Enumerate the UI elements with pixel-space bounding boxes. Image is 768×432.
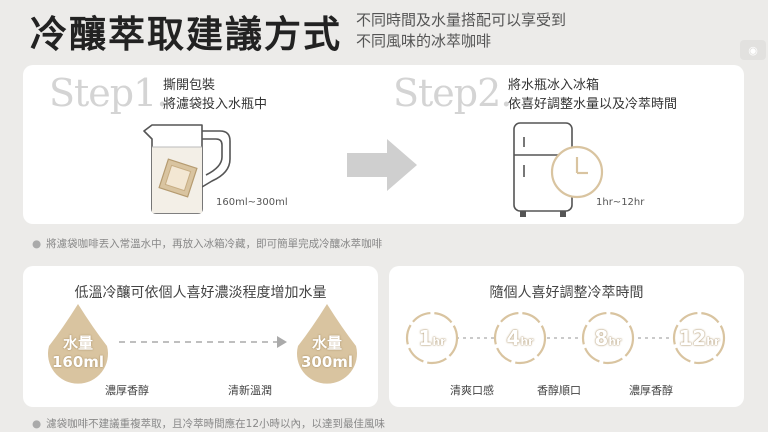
clock-1-value: 1hr (405, 326, 459, 354)
step1-line-1: 撕開包裝 (163, 78, 216, 93)
clock-icon (493, 311, 547, 365)
clock-2-value: 4hr (493, 326, 547, 354)
note-1: ● 將濾袋咖啡丟入常溫水中，再放入冰箱冷藏，即可簡單完成冷釀冰萃咖啡 (32, 236, 382, 251)
clock-4-unit: hr (706, 335, 720, 348)
clock-4-num: 12 (678, 326, 707, 350)
drop-1-amount: 160ml (51, 353, 105, 371)
clock-icon (405, 311, 459, 365)
drop-2-label: 清新溫潤 (228, 384, 272, 397)
step1-range: 160ml~300ml (216, 197, 288, 208)
arrow-right-icon (347, 139, 417, 191)
clock-1-unit: hr (432, 335, 446, 348)
clock-2-label: 清爽口感 (450, 384, 494, 397)
water-card-title: 低溫冷釀可依個人喜好濃淡程度增加水量 (74, 285, 327, 301)
clock-3-unit: hr (608, 335, 622, 348)
bullet-icon: ● (32, 238, 42, 250)
clock-3-value: 8hr (581, 326, 635, 354)
water-drop-icon (48, 304, 109, 384)
drop-2-amount: 300ml (300, 353, 354, 371)
step1-label: Step1. (49, 71, 168, 115)
clock-4-label: 濃厚香醇 (629, 384, 673, 397)
step2-description: 將水瓶冰入冰箱 依喜好調整水量以及冷萃時間 (508, 76, 677, 114)
pitcher-icon (143, 124, 231, 214)
step2-label: Step2. (393, 71, 512, 115)
step2-line-2: 依喜好調整水量以及冷萃時間 (508, 97, 678, 112)
drop-2-word: 水量 (311, 334, 342, 352)
clock-1-num: 1 (418, 326, 433, 350)
clock-4-value: 12hr (672, 326, 726, 354)
side-button[interactable]: ◉ (740, 40, 766, 60)
step1-line-2: 將濾袋投入水瓶中 (163, 97, 268, 112)
time-card-title: 隨個人喜好調整冷萃時間 (489, 285, 644, 301)
clock-3-num: 8 (594, 326, 609, 350)
steep-time-card: 隨個人喜好調整冷萃時間 1hr 4hr 8hr 12hr 清爽口感 香醇順口 濃… (389, 266, 744, 407)
note-1-text: 將濾袋咖啡丟入常溫水中，再放入冰箱冷藏，即可簡單完成冷釀冰萃咖啡 (46, 238, 383, 250)
steps-card: Step1. 撕開包裝 將濾袋投入水瓶中 160ml~300ml Step2. … (23, 65, 744, 224)
clock-3-label: 香醇順口 (537, 384, 581, 397)
drop-1-word: 水量 (62, 334, 93, 352)
page-title: 冷釀萃取建議方式 (30, 12, 342, 56)
drop-1-label: 濃厚香醇 (105, 384, 149, 397)
clock-icon (581, 311, 635, 365)
drop-1-text: 水量 160ml (45, 334, 111, 372)
step2-line-1: 將水瓶冰入冰箱 (508, 78, 600, 93)
step1-description: 撕開包裝 將濾袋投入水瓶中 (163, 76, 267, 114)
subtitle-line-1: 不同時間及水量搭配可以享受到 (356, 11, 567, 29)
page-subtitle: 不同時間及水量搭配可以享受到 不同風味的冰萃咖啡 (356, 10, 566, 52)
water-amount-card: 低溫冷釀可依個人喜好濃淡程度增加水量 水量 160ml 水量 300ml 濃厚香… (23, 266, 378, 407)
water-drop-icon (297, 304, 357, 384)
clock-2-num: 4 (506, 326, 521, 350)
clock-connector (449, 337, 709, 339)
drop-2-text: 水量 300ml (294, 334, 360, 372)
clock-icon (550, 145, 604, 199)
page-header: 冷釀萃取建議方式 不同時間及水量搭配可以享受到 不同風味的冰萃咖啡 (30, 4, 566, 58)
subtitle-line-2: 不同風味的冰萃咖啡 (356, 32, 492, 50)
bullet-icon: ● (32, 418, 42, 430)
step2-range: 1hr~12hr (596, 197, 645, 208)
clock-icon (672, 311, 726, 365)
note-2-text: 濾袋咖啡不建議重複萃取，且冷萃時間應在12小時以內，以達到最佳風味 (46, 418, 386, 430)
note-2: ● 濾袋咖啡不建議重複萃取，且冷萃時間應在12小時以內，以達到最佳風味 (32, 416, 385, 431)
dashed-arrow (119, 336, 287, 348)
clock-2-unit: hr (520, 335, 534, 348)
